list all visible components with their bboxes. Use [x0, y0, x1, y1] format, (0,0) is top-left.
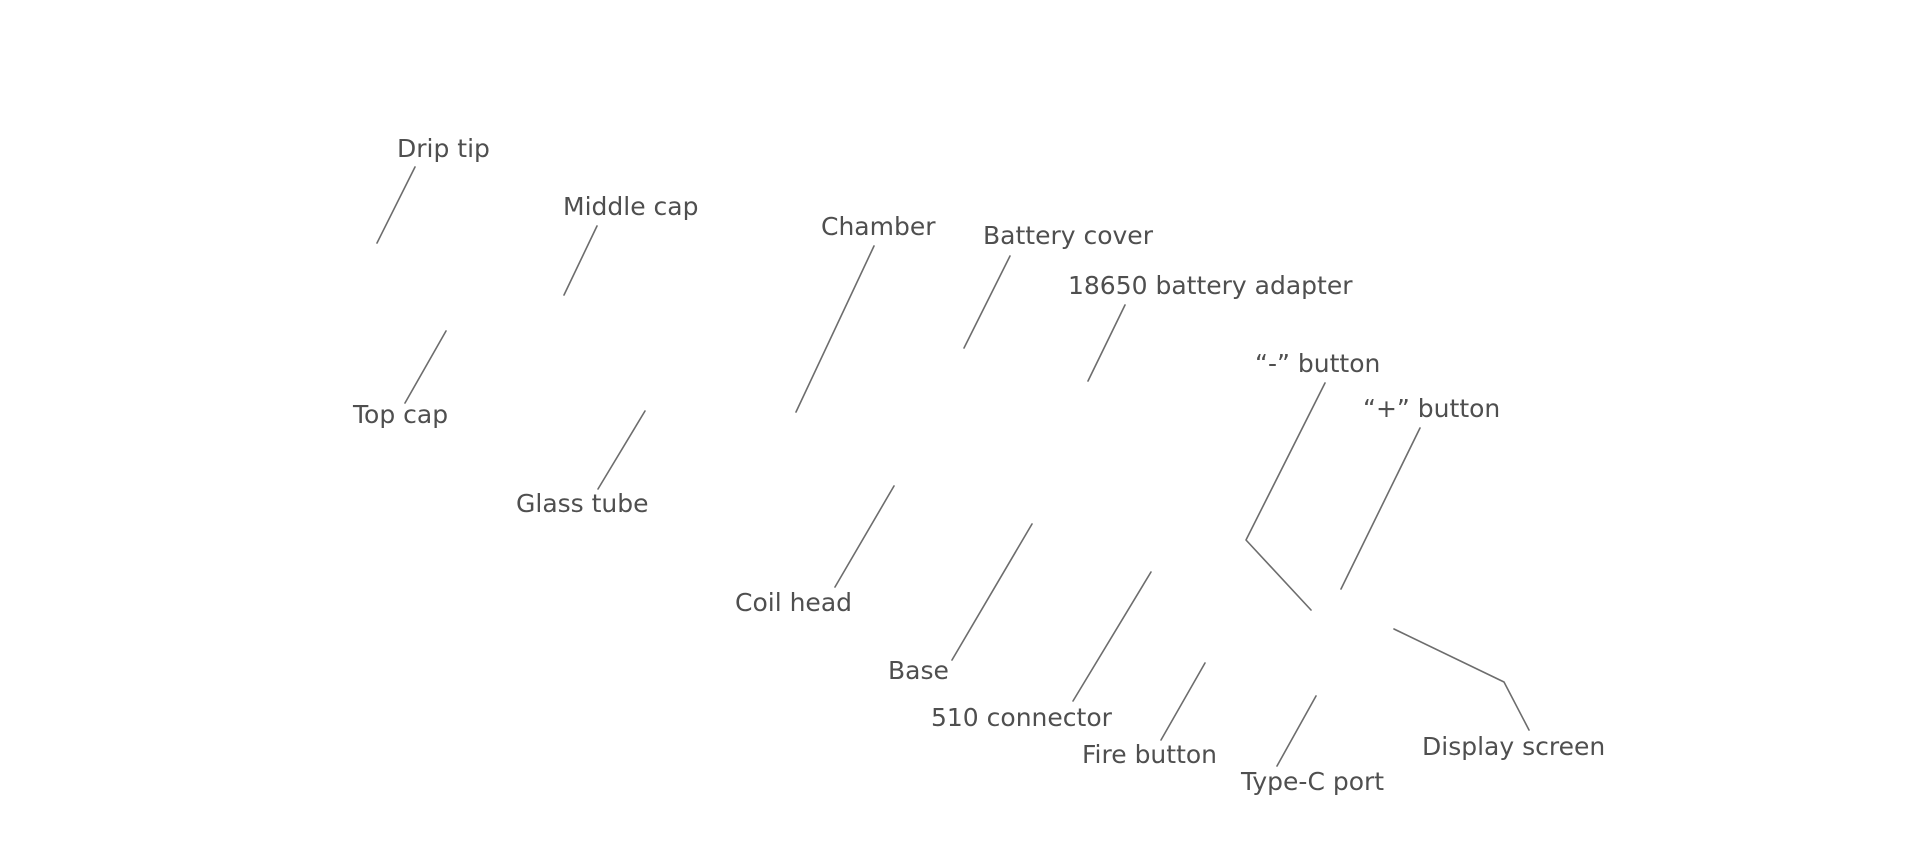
- fire-button-leader: [1160, 662, 1206, 741]
- battery-adapter-label: 18650 battery adapter: [1068, 271, 1353, 300]
- drip-tip-leader: [376, 166, 416, 244]
- display-screen-label: Display screen: [1422, 732, 1605, 761]
- middle-cap-leader: [563, 225, 598, 296]
- base-label: Base: [888, 656, 949, 685]
- top-cap-label: Top cap: [352, 400, 448, 429]
- glass-tube-label: Glass tube: [516, 489, 649, 518]
- minus-button-leader: [1245, 382, 1326, 611]
- coil-head-leader: [834, 485, 895, 588]
- base-leader: [951, 523, 1033, 661]
- drip-tip-label: Drip tip: [397, 134, 490, 163]
- chamber-label: Chamber: [821, 212, 936, 241]
- plus-button-leader: [1340, 427, 1421, 590]
- type-c-port-label: Type-C port: [1240, 767, 1384, 796]
- fire-button-label: Fire button: [1082, 740, 1217, 769]
- coil-head-label: Coil head: [735, 588, 852, 617]
- part-labels: Drip tip Middle cap Chamber Battery cove…: [352, 134, 1605, 796]
- middle-cap-label: Middle cap: [563, 192, 698, 221]
- connector-510-leader: [1072, 571, 1152, 702]
- chamber-leader: [795, 245, 875, 413]
- battery-cover-label: Battery cover: [983, 221, 1154, 250]
- minus-button-label: “-” button: [1255, 349, 1380, 378]
- glass-tube-leader: [597, 410, 646, 490]
- leader-lines: [376, 166, 1530, 767]
- battery-adapter-leader: [1087, 304, 1126, 382]
- type-c-port-leader: [1276, 695, 1317, 767]
- plus-button-label: “+” button: [1363, 394, 1500, 423]
- battery-cover-leader: [963, 255, 1011, 349]
- top-cap-leader: [404, 330, 447, 404]
- display-screen-leader: [1393, 628, 1530, 731]
- connector-510-label: 510 connector: [931, 703, 1113, 732]
